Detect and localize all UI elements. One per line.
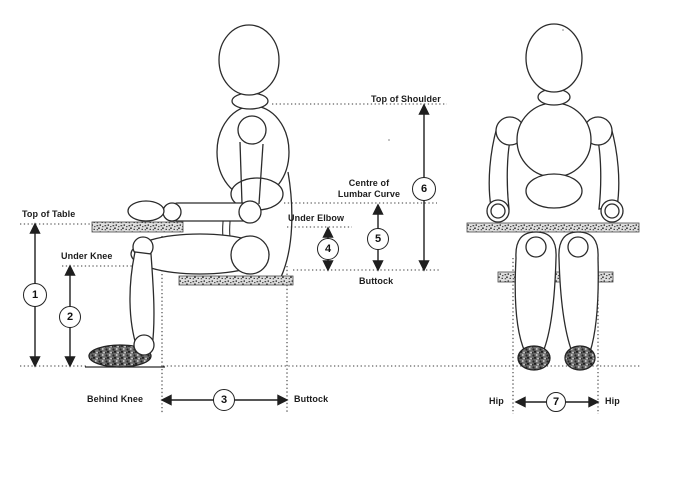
label-buttock-bottom: Buttock [294, 394, 329, 404]
hand-side [127, 200, 165, 222]
dimension-badge-5: 5 [367, 228, 389, 250]
right-wrist-joint [604, 203, 620, 219]
table-surface-front [466, 222, 640, 233]
head-front [525, 23, 583, 93]
left-knee-joint-front [525, 236, 547, 258]
dimension-badge-4: 4 [317, 238, 339, 260]
label-lumbar-curve: Lumbar Curve [337, 189, 401, 199]
upper-arm-front-edge [239, 141, 243, 205]
label-hip-left: Hip [489, 396, 504, 406]
left-foot-front [517, 345, 551, 371]
right-leg-front [558, 231, 599, 357]
label-top-of-table: Top of Table [22, 209, 76, 219]
dimension-badge-7: 7 [546, 392, 566, 412]
dimension-badge-2: 2 [59, 306, 81, 328]
dimension-6-arrow [418, 103, 430, 272]
shoulder-joint-side [237, 115, 267, 145]
back-curve [280, 171, 293, 278]
label-top-of-shoulder: Top of Shoulder [371, 94, 441, 104]
left-wrist-joint [490, 203, 506, 219]
seat-edge-right [596, 271, 614, 283]
ankle-joint-side [133, 334, 155, 356]
dimension-badge-3: 3 [213, 389, 235, 411]
label-hip-right: Hip [605, 396, 620, 406]
label-under-knee: Under Knee [61, 251, 113, 261]
left-leg-front [514, 231, 557, 357]
chest-front [516, 102, 592, 178]
right-knee-joint-front [567, 236, 589, 258]
label-under-elbow: Under Elbow [288, 213, 345, 223]
scan-speck [388, 139, 390, 141]
label-behind-knee: Behind Knee [87, 394, 144, 404]
hip-joint-side [230, 235, 270, 275]
label-centre-of: Centre of [348, 178, 390, 188]
dimension-badge-6: 6 [412, 177, 436, 201]
upper-arm-back-edge [258, 143, 264, 205]
head-side [218, 24, 280, 96]
belly-front [525, 173, 583, 209]
dimension-badge-1: 1 [23, 283, 47, 307]
elbow-joint-side [238, 200, 262, 224]
seat-surface-side [178, 275, 294, 286]
scan-speck [562, 29, 564, 31]
label-buttock-right: Buttock [359, 276, 394, 286]
wrist-joint-side [162, 202, 182, 222]
seat-edge-left [497, 271, 518, 283]
table-surface-side [91, 221, 184, 233]
right-foot-front [564, 345, 596, 371]
front-view-figure [466, 23, 640, 371]
side-view-figure [85, 24, 294, 368]
